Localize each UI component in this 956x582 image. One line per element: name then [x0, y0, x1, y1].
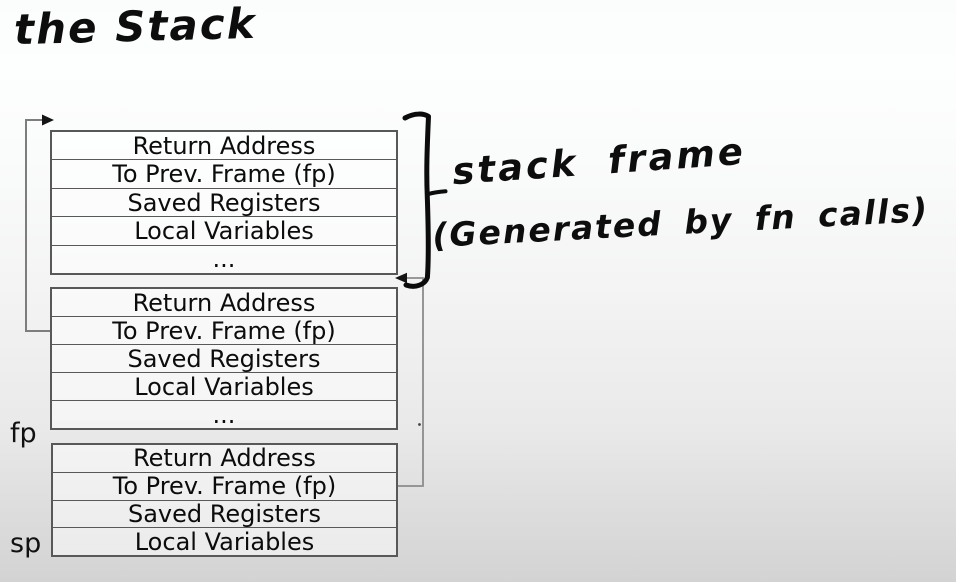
- frame-row: Return Address: [132, 132, 316, 160]
- page-title: the Stack: [13, 0, 258, 55]
- frame-link-line-left: [25, 119, 50, 332]
- frame-row: Local Variables: [53, 527, 396, 555]
- frame-row: Saved Registers: [52, 344, 396, 372]
- frame-row: To Prev. Frame (fp): [53, 471, 396, 500]
- sp-label: sp: [10, 528, 42, 559]
- arrow-left-icon: [395, 272, 407, 284]
- frame-row: To Prev. Frame (fp): [52, 159, 396, 187]
- stack-frame-bracket-icon: [402, 111, 431, 289]
- frame-row: Saved Registers: [53, 499, 396, 528]
- frame-row: Local Variables: [52, 216, 396, 244]
- fp-label: fp: [10, 418, 37, 449]
- stack-frame-1: Return Address To Prev. Frame (fp) Saved…: [50, 130, 398, 275]
- frame-row: ...: [52, 244, 396, 273]
- frame-row: Return Address: [132, 289, 316, 316]
- frame-row: Return Address: [133, 445, 316, 472]
- frame-row: ...: [52, 400, 396, 428]
- stack-frame-3: Return Address To Prev. Frame (fp) Saved…: [51, 443, 398, 557]
- frame-row: Saved Registers: [52, 187, 396, 216]
- arrow-right-icon: [42, 114, 54, 126]
- pen-dot: [418, 423, 421, 426]
- stack-frame-2: Return Address To Prev. Frame (fp) Saved…: [50, 287, 398, 430]
- frame-row: Local Variables: [52, 372, 396, 400]
- frame-row: To Prev. Frame (fp): [52, 316, 396, 344]
- stack-frame-bracket-tick-icon: [426, 189, 448, 196]
- frame-link-line-right: [398, 277, 424, 487]
